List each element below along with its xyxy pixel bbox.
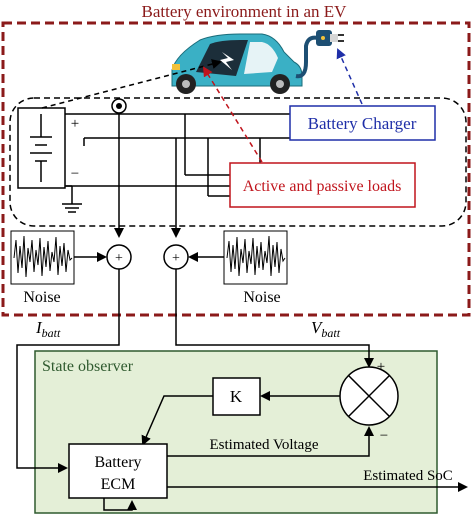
battery-ecm-box <box>68 443 168 499</box>
battery-icon <box>17 107 66 189</box>
sum-current-plus: + <box>115 251 123 266</box>
noise-signal-icon <box>226 235 286 277</box>
battery-plus-label: + <box>71 116 79 132</box>
environment-border <box>1 21 471 317</box>
charging-plug-icon <box>295 30 344 79</box>
noise-left-label: Noise <box>23 289 60 306</box>
battery-minus-label: − <box>71 166 79 182</box>
estimated-soc-label: Estimated SoC <box>363 468 453 484</box>
loads-to-car-arrow <box>202 66 263 163</box>
noise-right-label: Noise <box>243 289 280 306</box>
battery-to-car-arrow <box>41 59 222 109</box>
ground-icon <box>62 185 82 213</box>
car-icon <box>171 33 303 94</box>
comparator-minus-label: − <box>380 428 388 444</box>
battery-charger-label: Battery Charger <box>308 114 417 133</box>
k-block-label: K <box>230 387 243 406</box>
environment-title: Battery environment in an EV <box>142 2 348 21</box>
sum-voltage-plus: + <box>172 251 180 266</box>
comparator-plus-label: + <box>377 359 385 375</box>
noise-signal-icon <box>13 235 73 278</box>
battery-ecm-label-line1: Battery <box>94 454 141 471</box>
comparator-icon <box>339 366 399 426</box>
loads-label: Active and passive loads <box>243 178 402 195</box>
estimated-voltage-label: Estimated Voltage <box>209 437 318 453</box>
battery-charger-box <box>289 105 436 141</box>
state-observer-label: State observer <box>42 358 134 375</box>
charger-to-plug-arrow <box>336 48 363 105</box>
i-batt-label: Ibatt <box>35 318 61 340</box>
battery-ecm-label-line2: ECM <box>101 476 136 493</box>
loads-box <box>229 162 416 208</box>
v-batt-label: Vbatt <box>311 318 341 340</box>
circuit-region <box>9 97 467 227</box>
